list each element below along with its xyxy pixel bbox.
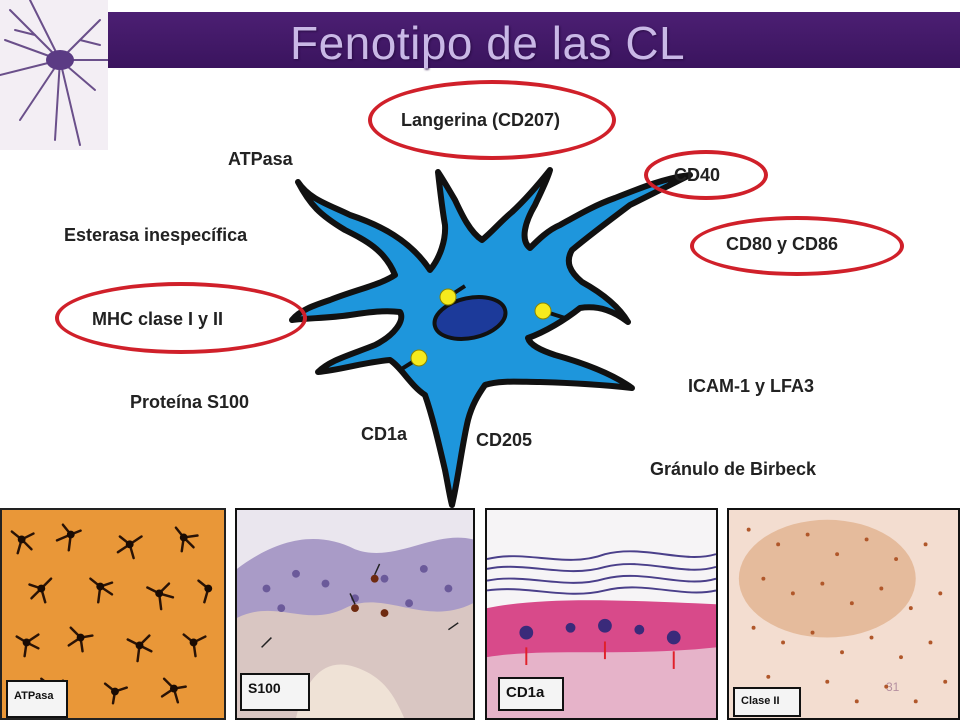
ring-mhc <box>55 282 307 354</box>
ring-cd40 <box>644 150 768 200</box>
birbeck-granule-1 <box>439 284 467 306</box>
cell-body <box>289 167 693 508</box>
marker-birbeck: Gránulo de Birbeck <box>650 459 817 479</box>
panel-label-atpasa: ATPasa <box>6 680 68 718</box>
corner-cell-image <box>0 0 108 150</box>
panel-label-cd1a: CD1a <box>498 677 564 711</box>
birbeck-granule-3 <box>398 349 428 372</box>
panel-label-s100: S100 <box>240 673 310 711</box>
panel-label-clase-ii: Clase II <box>733 687 801 717</box>
marker-langerina: Langerina (CD207) <box>401 110 561 130</box>
marker-cd80-cd86: CD80 y CD86 <box>726 234 839 254</box>
marker-cd1a: CD1a <box>361 424 408 444</box>
marker-atpasa: ATPasa <box>228 149 293 169</box>
cell-nucleus <box>432 295 508 341</box>
marker-cd205: CD205 <box>476 430 533 450</box>
slide-title: Fenotipo de las CL <box>290 17 686 69</box>
title-bar <box>108 12 960 68</box>
marker-esterasa: Esterasa inespecífica <box>64 225 248 245</box>
ring-langerina <box>368 80 616 160</box>
micrograph-clase-ii <box>727 508 960 720</box>
marker-s100: Proteína S100 <box>130 392 250 412</box>
birbeck-granule-2 <box>534 302 566 320</box>
ring-cd80 <box>690 216 904 276</box>
marker-cd40: CD40 <box>674 165 721 185</box>
marker-mhc: MHC clase I y II <box>92 309 224 329</box>
marker-icam: ICAM-1 y LFA3 <box>688 376 815 396</box>
slide-number: 31 <box>886 680 900 694</box>
